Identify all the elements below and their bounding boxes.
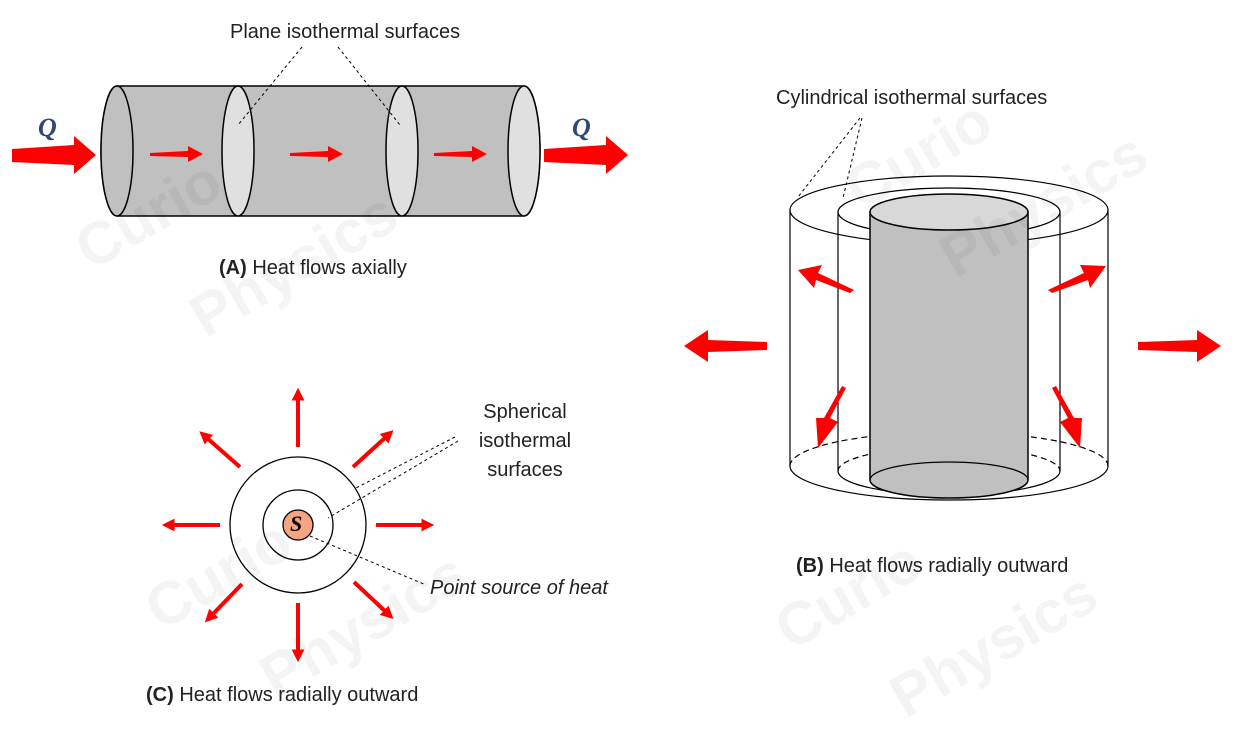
inner-cylinder-top [869, 193, 1029, 231]
leader-line-inner-sphere [327, 440, 459, 519]
leader-line-middle-cylinder [842, 117, 863, 199]
spherical-label-line-2: isothermal [478, 430, 572, 452]
heat-symbol-right: Q [572, 113, 591, 142]
leader-line-plane-1 [237, 46, 303, 126]
caption-b-letter: (B) [796, 555, 824, 577]
radial-arrow-upper-right [1048, 265, 1106, 293]
caption-a: (A) Heat flows axially [219, 256, 407, 280]
axial-arrow-out [544, 136, 628, 174]
radial-arrow-up-left [199, 431, 242, 469]
panel-b [684, 117, 1221, 501]
point-source-label: Point source of heat [430, 577, 608, 599]
outer-sphere [229, 456, 367, 594]
caption-c-text: Heat flows radially outward [179, 684, 419, 706]
spherical-label-line-1: Spherical [483, 401, 567, 423]
leader-line-outer-sphere [355, 436, 456, 489]
rod-right-face [507, 85, 541, 217]
outer-cylinder-bottom-front [789, 465, 1109, 501]
axial-arrow-inner-1 [150, 146, 203, 162]
panel-c [161, 387, 459, 663]
leader-line-point-source [309, 535, 427, 586]
panel-a [12, 46, 628, 217]
spherical-isothermal-label: Spherical isothermal surfaces [470, 398, 580, 485]
radial-arrow-upper-left [798, 265, 854, 293]
radial-arrow-right [1138, 330, 1221, 362]
point-source [282, 509, 314, 541]
caption-c: (C) Heat flows radially outward [146, 683, 418, 707]
inner-cylinder-body [869, 211, 1029, 499]
source-symbol: S [290, 511, 303, 536]
plane-isothermal-label: Plane isothermal surfaces [230, 21, 461, 43]
heat-symbol-left: Q [38, 113, 57, 142]
caption-a-letter: (A) [219, 257, 247, 279]
axial-arrow-inner-3 [434, 146, 487, 162]
isothermal-plane-2 [385, 85, 419, 217]
inner-sphere [262, 489, 334, 561]
radial-arrow-up-right [351, 430, 394, 469]
leader-line-outer-cylinder [797, 117, 861, 198]
axial-arrow-in [12, 136, 96, 174]
spherical-label-line-3: surfaces [487, 459, 563, 481]
caption-b: (B) Heat flows radially outward [796, 554, 1068, 578]
radial-arrow-down-left [204, 582, 244, 623]
leader-line-plane-2 [337, 46, 401, 126]
radial-arrow-left [684, 330, 767, 362]
radial-arrow-lower-right [1052, 386, 1082, 448]
inner-cylinder-bottom-rim [869, 461, 1029, 481]
isothermal-plane-1 [221, 85, 255, 217]
rod-left-face [100, 85, 134, 217]
radial-arrow-down-right [352, 580, 394, 620]
caption-b-text: Heat flows radially outward [829, 555, 1069, 577]
cylindrical-isothermal-label: Cylindrical isothermal surfaces [776, 87, 1048, 109]
caption-a-text: Heat flows axially [252, 257, 407, 279]
radial-arrow-lower-left [816, 386, 846, 448]
outer-cylinder-bottom-back [789, 431, 1109, 467]
axial-arrow-inner-2 [290, 146, 343, 162]
caption-c-letter: (C) [146, 684, 174, 706]
